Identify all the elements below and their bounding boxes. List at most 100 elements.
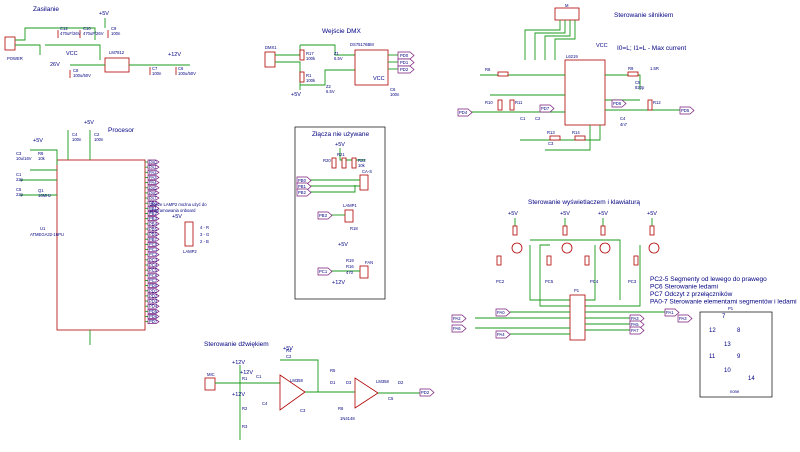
legend-line: PA0-7 Sterowanie elementami segmentów i …	[650, 299, 797, 306]
dmx-section: Wejście DMX DMX1 +5V R17 100k R1 100k Z1…	[264, 28, 415, 98]
opamp-u2a-label: LM358	[290, 378, 303, 383]
motor-port-pd4: PD4	[459, 110, 468, 115]
mcu-port-tag	[147, 159, 160, 165]
resistor-r1	[299, 71, 305, 83]
seven-segment-pin: 7	[722, 314, 726, 320]
resistor-r11	[509, 99, 515, 111]
r17-value: 100k	[306, 56, 316, 61]
lamp2-connector[interactable]	[184, 221, 194, 247]
r13-label: R13	[547, 130, 555, 135]
mcu-port-tag	[147, 252, 160, 258]
motor-port-tag	[679, 106, 695, 115]
lamp1-connector[interactable]	[344, 209, 354, 223]
display-port-tag	[664, 308, 680, 317]
mcu-port-tag	[147, 257, 160, 263]
processor-section: Procesor U1 ATMEGA32-16PU +5V +5V C4 100…	[16, 120, 209, 345]
resistor-r10	[497, 99, 503, 111]
l6219-label: L6219	[566, 54, 578, 59]
mcu-port-label: PA1	[149, 165, 157, 170]
unused-port-tag	[317, 211, 333, 220]
c12-value: 470uF/26V	[60, 31, 81, 36]
mcu-port-tag	[147, 314, 160, 319]
mcu-ref: U1	[40, 226, 46, 231]
display-transistor	[599, 242, 611, 254]
proc-c1-label: C1	[16, 172, 22, 177]
mcu-port-label: PD0	[149, 283, 158, 288]
motor-connector[interactable]	[554, 7, 580, 21]
mcu-port-tag	[147, 247, 160, 252]
display-port-pa3-b: PA3	[679, 316, 687, 321]
sound-rail-5v: +5V	[283, 346, 293, 352]
opamp-u2a	[279, 374, 306, 411]
r10-label: R10	[485, 100, 493, 105]
r1-value: 100k	[306, 78, 316, 83]
c6-value: 100u/50V	[178, 71, 196, 76]
sound-rail-12v-3: +12V	[240, 370, 253, 376]
power-section: Zasilanie POWER +5V C12 470uF/26V C10 47…	[4, 6, 196, 78]
display-rail-5v-4: +5V	[647, 211, 657, 217]
proc-wire	[30, 149, 58, 165]
sound-component-label: C3	[300, 408, 306, 413]
power-wire	[35, 27, 96, 40]
lamp-pin-g: 3 - G	[200, 232, 209, 237]
processor-title: Procesor	[108, 127, 135, 134]
seven-segment-pin: 11	[709, 354, 716, 360]
mcu-port-tag	[147, 293, 160, 299]
dmx-connector[interactable]	[264, 51, 276, 68]
dmx-wire	[275, 61, 301, 90]
opamp-u2b-label: LM358	[376, 379, 389, 384]
fan-connector[interactable]	[359, 265, 369, 279]
sound-component-label: R4	[286, 348, 292, 353]
mcu-port-label: PA7	[149, 196, 157, 201]
lamp-note-1: Złącze LAMP2 można użyć do	[150, 202, 207, 207]
dmx-port-tag	[397, 58, 415, 67]
motor-connector-label: M	[565, 3, 569, 8]
display-transistors	[496, 225, 660, 266]
resistor-r17	[299, 49, 305, 61]
display-resistor	[600, 225, 606, 236]
c1-motor-label: C1	[520, 116, 526, 121]
display-wire	[530, 239, 621, 300]
proc-c4-value: 100n	[72, 137, 82, 142]
motor-wire	[524, 20, 561, 60]
mcu-port-tag	[147, 226, 160, 232]
mcu-port-tag	[147, 169, 160, 175]
regulator-lm7812	[104, 57, 130, 73]
c12-label: C12	[60, 26, 68, 31]
power-rail-26v: 26V	[50, 62, 60, 68]
seven-segment-pin: 10	[724, 368, 731, 374]
display-section: Sterowanie wyświetlaczem i klawiaturą +5…	[451, 199, 797, 398]
display-port-pc2: PC2	[496, 279, 505, 284]
legend-line: PC6 Sterowanie ledami	[650, 284, 718, 291]
mcu-port-tag	[147, 231, 160, 237]
mcu-port-label: PB4	[149, 221, 158, 226]
mic-connector[interactable]	[204, 377, 216, 391]
unused-title: Złącza nie używane	[312, 131, 369, 138]
mcu-port-tag	[147, 283, 160, 288]
mcu-port-label: PA4	[149, 180, 157, 185]
power-rail-5v: +5V	[99, 11, 109, 17]
unused-port-pc1: PC1	[319, 269, 328, 274]
mcu-port-label: PB3	[149, 216, 158, 221]
unused-rail-5v: +5V	[335, 142, 345, 148]
c2-motor-label: C2	[535, 116, 541, 121]
power-connector[interactable]	[4, 36, 16, 51]
display-rail-5v-3: +5V	[598, 211, 608, 217]
mcu-port-label: PA0	[149, 160, 157, 165]
ca-connector[interactable]	[359, 174, 369, 191]
display-wire	[529, 245, 570, 301]
sound-component-label: C2	[286, 354, 292, 359]
proc-rail-5v: +5V	[84, 120, 94, 126]
p1-connector[interactable]	[569, 294, 586, 341]
mcu-port-tag	[147, 288, 160, 294]
motor-wire	[534, 20, 566, 60]
motor-cap-value-820p: 820p	[635, 85, 645, 90]
dmx-title: Wejście DMX	[322, 28, 362, 35]
dmx-wire	[300, 69, 355, 86]
c3-motor-label: C3	[548, 141, 554, 146]
display-rail-5v-2: +5V	[560, 211, 570, 217]
mcu-port-label: PD4	[149, 304, 158, 309]
unused-rail-5v-2: +5V	[338, 242, 348, 248]
display-resistor	[512, 225, 518, 236]
